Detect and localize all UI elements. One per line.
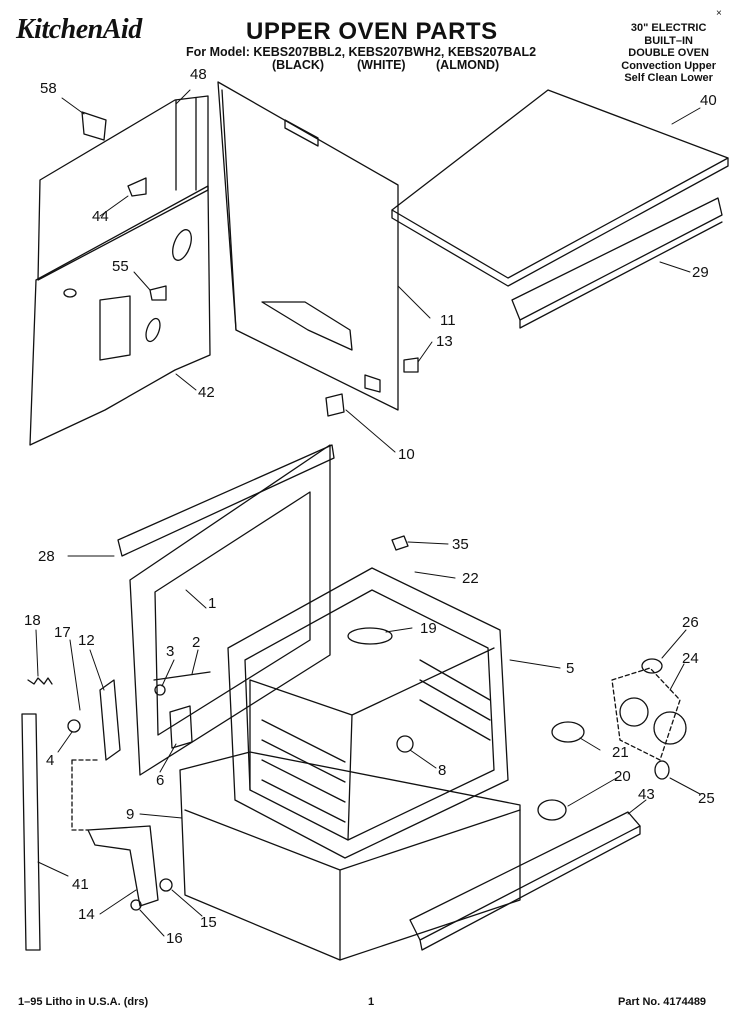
callout-22: 22	[462, 570, 479, 587]
callout-18: 18	[24, 612, 41, 629]
hinge-plate-12	[99, 679, 121, 761]
description-line: BUILT–IN	[644, 34, 693, 47]
connector-35	[391, 535, 409, 551]
callout-26: 26	[682, 614, 699, 631]
callout-29: 29	[692, 264, 709, 281]
callout-17: 17	[54, 624, 71, 641]
callout-35: 35	[452, 536, 469, 553]
side-panel-11	[217, 81, 399, 411]
callout-14: 14	[78, 906, 95, 923]
description-line: Self Clean Lower	[624, 72, 713, 84]
callout-6: 6	[156, 772, 165, 789]
callout-28: 28	[38, 548, 55, 565]
latch-6	[169, 705, 193, 749]
footer-page-number: 1	[368, 996, 375, 1008]
callout-15: 15	[200, 914, 217, 931]
callout-48: 48	[190, 66, 207, 83]
clip-44	[127, 177, 147, 197]
callout-2: 2	[192, 634, 201, 651]
callout-21: 21	[612, 744, 629, 761]
back-panel-42	[29, 95, 211, 446]
callout-1: 1	[208, 595, 217, 612]
callout-41: 41	[72, 876, 89, 893]
element-20	[537, 799, 567, 821]
callout-42: 42	[198, 384, 215, 401]
brand-logo: KitchenAid	[16, 14, 142, 45]
callout-5: 5	[566, 660, 575, 677]
callout-19: 19	[420, 620, 437, 637]
screw-16	[130, 899, 142, 911]
callout-3: 3	[166, 643, 175, 660]
rail-29	[511, 197, 723, 329]
model-list: For Model: KEBS207BBL2, KEBS207BWH2, KEB…	[186, 45, 537, 59]
oven-cavity-5	[227, 567, 509, 859]
color-almond-label: (ALMOND)	[436, 58, 500, 72]
clip-55	[149, 285, 167, 301]
callout-4: 4	[46, 752, 55, 769]
callout-24: 24	[682, 650, 699, 667]
description-line: DOUBLE OVEN	[628, 47, 709, 59]
footer-print-info: 1–95 Litho in U.S.A. (drs)	[18, 996, 149, 1008]
fan-assembly-24	[611, 658, 687, 780]
callout-16: 16	[166, 930, 183, 947]
screw-15	[159, 878, 173, 892]
trim-43-edge	[419, 825, 641, 951]
base-9	[179, 751, 521, 961]
callout-43: 43	[638, 786, 655, 803]
trim-43	[409, 811, 641, 941]
spring-18	[27, 677, 53, 685]
page-title: UPPER OVEN PARTS	[246, 18, 498, 45]
leader-lines	[35, 89, 701, 937]
gasket-41	[21, 713, 41, 951]
callout-20: 20	[614, 768, 631, 785]
top-panel-40	[391, 89, 729, 287]
hinge-14	[87, 825, 159, 907]
footer-part-number: Part No. 4174489	[618, 996, 707, 1008]
callout-13: 13	[436, 333, 453, 350]
callout-25: 25	[698, 790, 715, 807]
bracket-58	[81, 111, 107, 141]
callout-8: 8	[438, 762, 447, 779]
callout-40: 40	[700, 92, 717, 109]
nut-4	[67, 719, 81, 733]
hinge-guide	[71, 759, 101, 831]
callout-58: 58	[40, 80, 57, 97]
color-black-label: (BLACK)	[272, 58, 325, 72]
description-line: 30" ELECTRIC	[630, 22, 707, 34]
callout-9: 9	[126, 806, 135, 823]
callout-10: 10	[398, 446, 415, 463]
description-line: Convection Upper	[621, 59, 716, 72]
callout-44: 44	[92, 208, 109, 225]
callout-55: 55	[112, 258, 129, 275]
element-21	[551, 721, 585, 743]
rod-2	[153, 671, 211, 681]
clip-13	[403, 357, 419, 373]
callout-11: 11	[440, 312, 456, 329]
corner-mark: ×	[716, 8, 722, 19]
front-frame-1	[117, 444, 335, 776]
callout-12: 12	[78, 632, 95, 649]
screw-3	[154, 684, 166, 696]
block-10	[325, 393, 345, 417]
product-description: 30" ELECTRIC BUILT–IN DOUBLE OVEN Convec…	[621, 22, 716, 85]
color-white-label: (WHITE)	[357, 58, 406, 72]
